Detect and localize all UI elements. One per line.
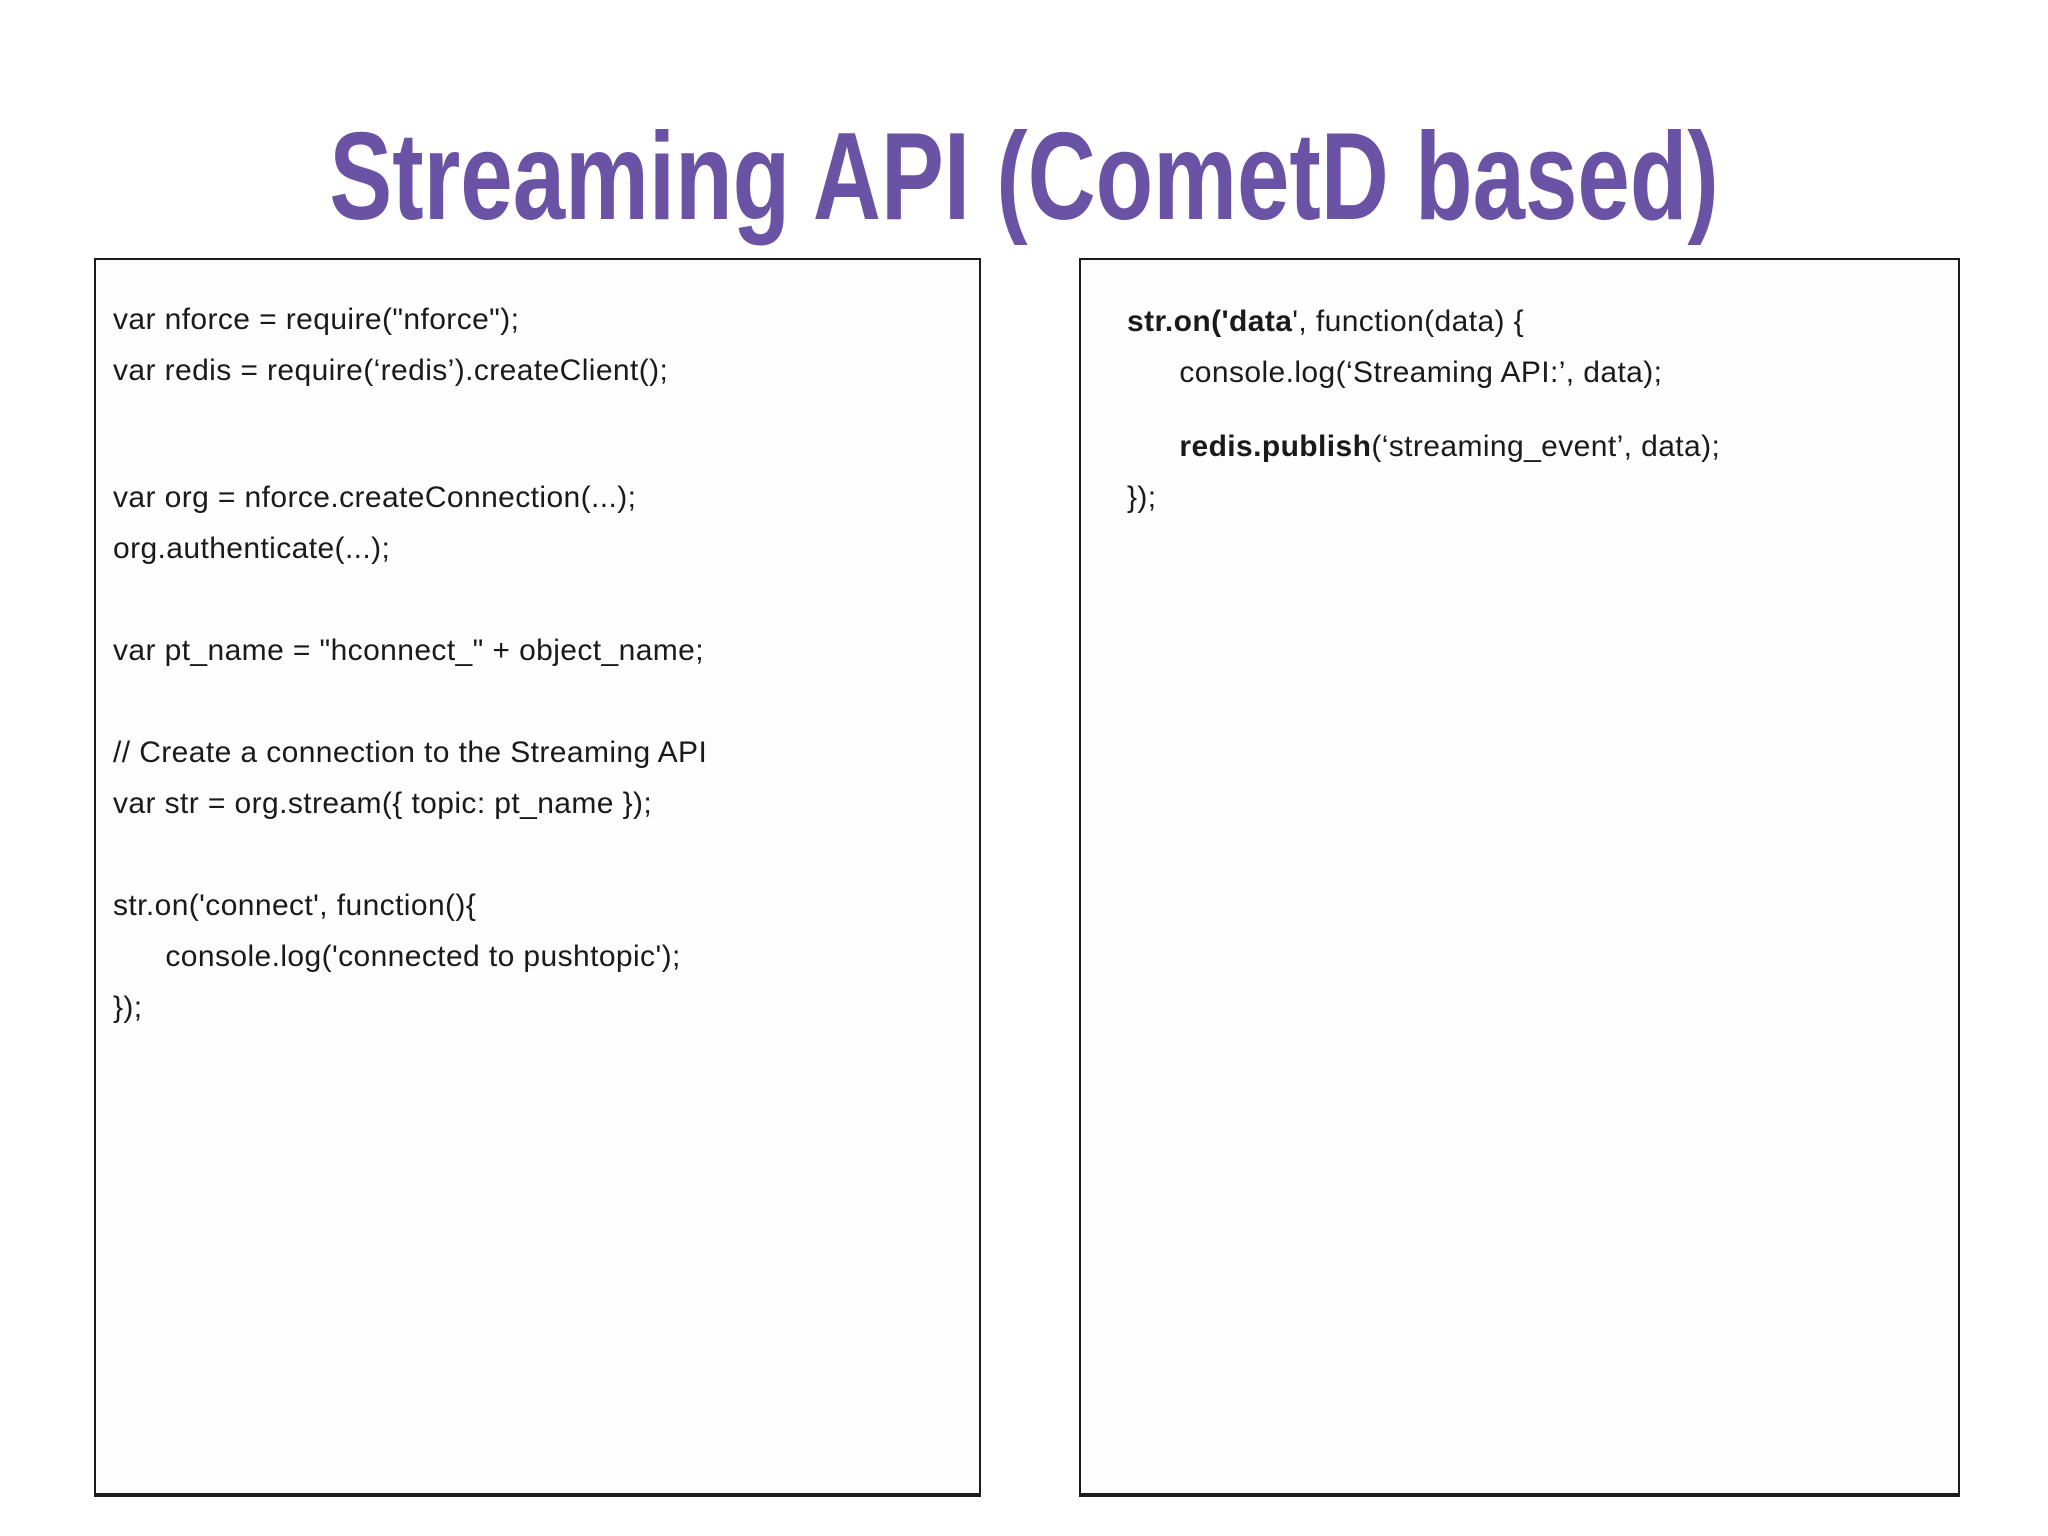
code-line: }); — [113, 982, 963, 1033]
code-segment: }); — [113, 991, 143, 1024]
code-segment: var str = org.stream({ topic: pt_name })… — [113, 787, 653, 820]
code-segment: (‘streaming_event’, data); — [1371, 430, 1721, 463]
code-line: console.log('connected to pushtopic'); — [113, 931, 963, 982]
code-segment: org.authenticate(...); — [113, 532, 391, 565]
code-segment-bold: redis.publish — [1179, 430, 1372, 463]
code-segment: console.log(‘Streaming API:’, data); — [1127, 356, 1663, 389]
code-segment — [1127, 430, 1179, 463]
code-blank-line — [113, 574, 963, 625]
code-line: }); — [1127, 472, 1942, 523]
code-blank-line — [113, 396, 963, 472]
code-line: var org = nforce.createConnection(...); — [113, 472, 963, 523]
code-segment: var pt_name = "hconnect_" + object_name; — [113, 634, 704, 667]
code-blank-line — [1127, 398, 1942, 421]
code-blank-line — [113, 676, 963, 727]
code-line: console.log(‘Streaming API:’, data); — [1127, 347, 1942, 398]
code-segment-bold: str.on('data — [1127, 305, 1293, 338]
code-line: org.authenticate(...); — [113, 523, 963, 574]
code-segment: ', function(data) { — [1292, 305, 1525, 338]
code-box-left: var nforce = require("nforce"); var redis… — [94, 258, 981, 1497]
code-segment: var redis = require(‘redis’).createClien… — [113, 354, 669, 387]
code-line: var pt_name = "hconnect_" + object_name; — [113, 625, 963, 676]
code-line: // Create a connection to the Streaming … — [113, 727, 963, 778]
code-segment: console.log('connected to pushtopic'); — [113, 940, 681, 973]
code-segment: var org = nforce.createConnection(...); — [113, 481, 637, 514]
code-segment: var nforce = require("nforce"); — [113, 303, 520, 336]
code-box-right: str.on('data', function(data) { console.… — [1079, 258, 1960, 1497]
code-blank-line — [113, 829, 963, 880]
code-line: var redis = require(‘redis’).createClien… — [113, 345, 963, 396]
code-line: var nforce = require("nforce"); — [113, 294, 963, 345]
code-line: str.on('data', function(data) { — [1127, 296, 1942, 347]
code-line: redis.publish(‘streaming_event’, data); — [1127, 421, 1942, 472]
slide-title-container: Streaming API (CometD based) — [0, 108, 2048, 247]
code-segment: // Create a connection to the Streaming … — [113, 736, 708, 769]
code-segment: str.on('connect', function(){ — [113, 889, 477, 922]
slide-title: Streaming API (CometD based) — [329, 108, 1719, 246]
code-line: str.on('connect', function(){ — [113, 880, 963, 931]
code-line: var str = org.stream({ topic: pt_name })… — [113, 778, 963, 829]
code-segment: }); — [1127, 481, 1157, 514]
